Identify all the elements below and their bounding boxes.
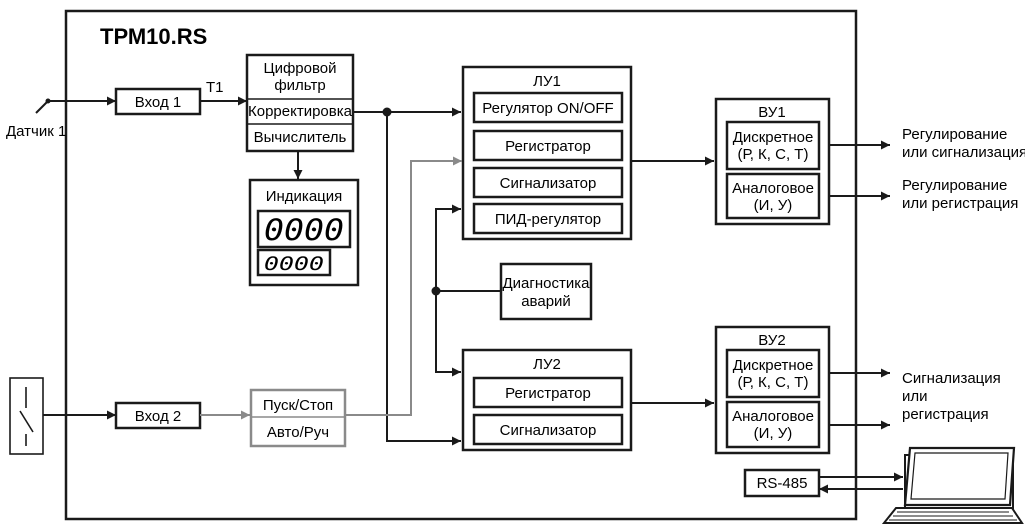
start-stop-label: Пуск/Стоп: [263, 397, 333, 414]
vu2-analog-line-1: Аналоговое: [732, 408, 814, 425]
vu1-title: ВУ1: [758, 104, 785, 121]
vu2-discrete-box: [725, 348, 821, 399]
lu2-block: ЛУ2 Регистратор Сигнализатор: [461, 348, 633, 452]
lu1-item-pid: [472, 202, 624, 235]
lu1-item-signalizer: [472, 166, 624, 199]
switch-contact-blade-icon: [19, 410, 34, 433]
lu1-item-label: Регистратор: [505, 138, 591, 155]
rs485-label: RS-485: [757, 475, 808, 492]
input-2-label: Вход 2: [135, 408, 181, 425]
vu2-frame: [714, 325, 831, 455]
start-stop-frame: [249, 388, 347, 448]
filter-block: Цифровой фильтр Корректировка Вычислител…: [245, 53, 355, 153]
rs485-box: [743, 468, 821, 498]
vu1-discrete-output-line-2: или сигнализация: [902, 144, 1025, 161]
vu1-discrete-box: [725, 120, 821, 171]
lu1-title: ЛУ1: [533, 73, 561, 90]
sensor-1: Датчик 1: [6, 98, 66, 140]
lu2-item-signalizer: [472, 413, 624, 446]
auto-manual-label: Авто/Руч: [267, 424, 329, 441]
lu1-item-registrator: [472, 129, 624, 162]
lu2-item-registrator: [472, 376, 624, 409]
bus-to-lu2-arrow: [386, 112, 461, 446]
indication-main-digits: 0000: [264, 213, 344, 247]
device-frame: [64, 9, 858, 521]
vu1-discrete-line-1: Дискретное: [733, 129, 814, 146]
input-1-label: Вход 1: [135, 94, 181, 111]
filter-frame: [245, 53, 355, 153]
vu2-block: ВУ2 Дискретное (Р, К, С, Т) Аналоговое (…: [714, 325, 831, 455]
vu2-title: ВУ2: [758, 332, 785, 349]
lu1-frame: [461, 65, 633, 241]
indication-frame: [248, 178, 360, 287]
vu2-analog-box: [725, 400, 821, 449]
lu1-block: ЛУ1 Регулятор ON/OFF Регистратор Сигнали…: [461, 65, 633, 241]
switch-contact: [9, 377, 44, 455]
filter-title-2: фильтр: [274, 77, 325, 94]
lu1-item-label: ПИД-регулятор: [495, 211, 601, 228]
vu1-discrete-output-line-1: Регулирование: [902, 126, 1007, 143]
vu2-discrete-line-2: (Р, К, С, Т): [738, 374, 809, 391]
vu1-analog-output-line-2: или регистрация: [902, 195, 1018, 212]
vu1-analog-output-line-1: Регулирование: [902, 177, 1007, 194]
vu2-output-line-3: регистрация: [902, 406, 989, 423]
device-title: ТРМ10.RS: [100, 24, 207, 49]
vu1-block: ВУ1 Дискретное (Р, К, С, Т) Аналоговое (…: [714, 97, 831, 226]
lu2-title: ЛУ2: [533, 356, 561, 373]
indication-block: Индикация 0000 0000: [248, 178, 360, 287]
filter-title-1: Цифровой: [263, 60, 336, 77]
lu2-item-label: Сигнализатор: [500, 422, 597, 439]
sensor-probe-icon: [35, 100, 49, 114]
lu1-item-label: Сигнализатор: [500, 175, 597, 192]
lu1-item-label: Регулятор ON/OFF: [482, 100, 613, 117]
lu2-frame: [461, 348, 633, 452]
vu2-analog-line-2: (И, У): [754, 425, 793, 442]
vu2-discrete-line-1: Дискретное: [733, 357, 814, 374]
sensor-label: Датчик 1: [6, 123, 66, 140]
lu1-item-regulator-onoff: [472, 91, 624, 124]
start-stop-to-registrator-arrow: [345, 156, 462, 416]
diagnostics-to-lu1-arrow: [435, 204, 461, 291]
filter-correction: Корректировка: [248, 103, 353, 120]
vu1-analog-line-2: (И, У): [754, 197, 793, 214]
t1-label: Т1: [206, 79, 224, 96]
diagnostics-line-2: аварий: [521, 293, 571, 310]
indication-small-display: [256, 248, 332, 277]
diagnostics-to-lu2-arrow: [435, 291, 461, 377]
vu2-output-line-2: или: [902, 388, 928, 405]
lu2-item-label: Регистратор: [505, 385, 591, 402]
vu2-output-line-1: Сигнализация: [902, 370, 1001, 387]
vu1-analog-box: [725, 172, 821, 220]
vu1-discrete-line-2: (Р, К, С, Т): [738, 146, 809, 163]
vu1-analog-line-1: Аналоговое: [732, 180, 814, 197]
indication-title: Индикация: [266, 188, 343, 205]
laptop-icon: [881, 446, 1024, 524]
vu1-frame: [714, 97, 831, 226]
start-stop-block: Пуск/Стоп Авто/Руч: [249, 388, 347, 448]
indication-main-display: [256, 209, 352, 249]
indication-small-digits: 0000: [264, 253, 324, 275]
diagnostics-line-1: Диагностика: [503, 275, 591, 292]
filter-calculator: Вычислитель: [254, 129, 347, 146]
